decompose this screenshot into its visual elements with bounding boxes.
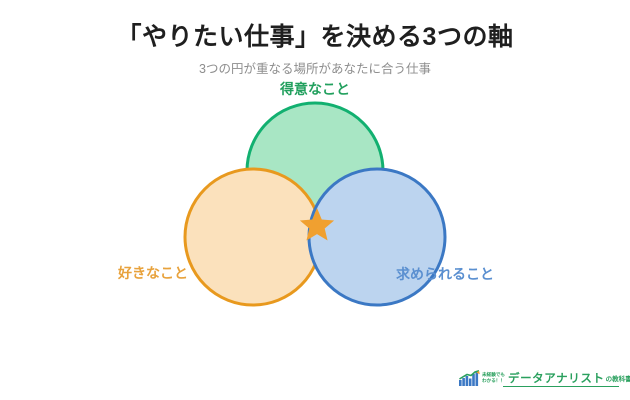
venn-circle-left (183, 167, 323, 307)
venn-label-top: 得意なこと (280, 81, 350, 97)
venn-label-right: 求められること (396, 266, 494, 282)
venn-label-left: 好きなこと (118, 265, 188, 281)
star-icon (299, 208, 335, 241)
logo-catchphrase: 未経験でも わかる！！ (482, 372, 505, 383)
venn-circle-right (307, 167, 447, 307)
page-title: 「やりたい仕事」を決める3つの軸 (116, 23, 514, 51)
logo-catchphrase-line1: 未経験でも (482, 372, 505, 378)
logo-underline (503, 386, 619, 388)
logo-brand-main: データアナリスト (507, 373, 605, 385)
logo-brand-sub: の教科書 (605, 376, 630, 383)
bar-chart-icon (459, 370, 480, 386)
site-logo: 未経験でも わかる！！ データアナリスト の教科書 (459, 367, 630, 389)
page-subtitle: 3つの円が重なる場所があなたに合う仕事 (199, 62, 431, 76)
logo-catchphrase-line2: わかる！！ (482, 378, 505, 383)
